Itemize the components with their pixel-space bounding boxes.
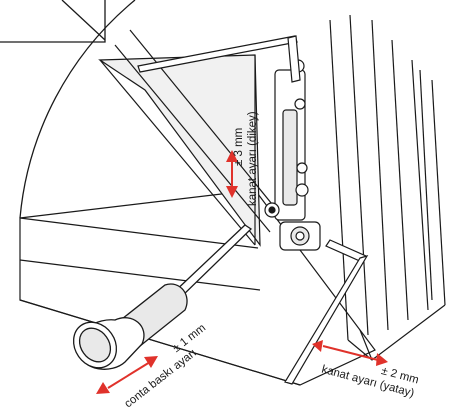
vertical-value: ± 3 mm	[233, 128, 245, 166]
vertical-adjust-label: ± 3 mm kanat ayarı (dikey)	[233, 111, 259, 206]
screwdriver	[72, 224, 253, 370]
horizontal-adjust-arrow	[312, 340, 388, 366]
seal-adjust-arrow	[96, 356, 158, 394]
hinge	[264, 59, 321, 251]
seal-desc: conta baskı ayarı	[122, 347, 198, 409]
magnifier-circle-outline	[19, 0, 136, 219]
inset-callout-box	[0, 0, 106, 43]
right-hex-key	[284, 239, 369, 385]
vertical-adjust-arrow	[226, 150, 238, 198]
top-hex-key	[137, 35, 301, 83]
vertical-desc: kanat ayarı (dikey)	[247, 111, 259, 206]
